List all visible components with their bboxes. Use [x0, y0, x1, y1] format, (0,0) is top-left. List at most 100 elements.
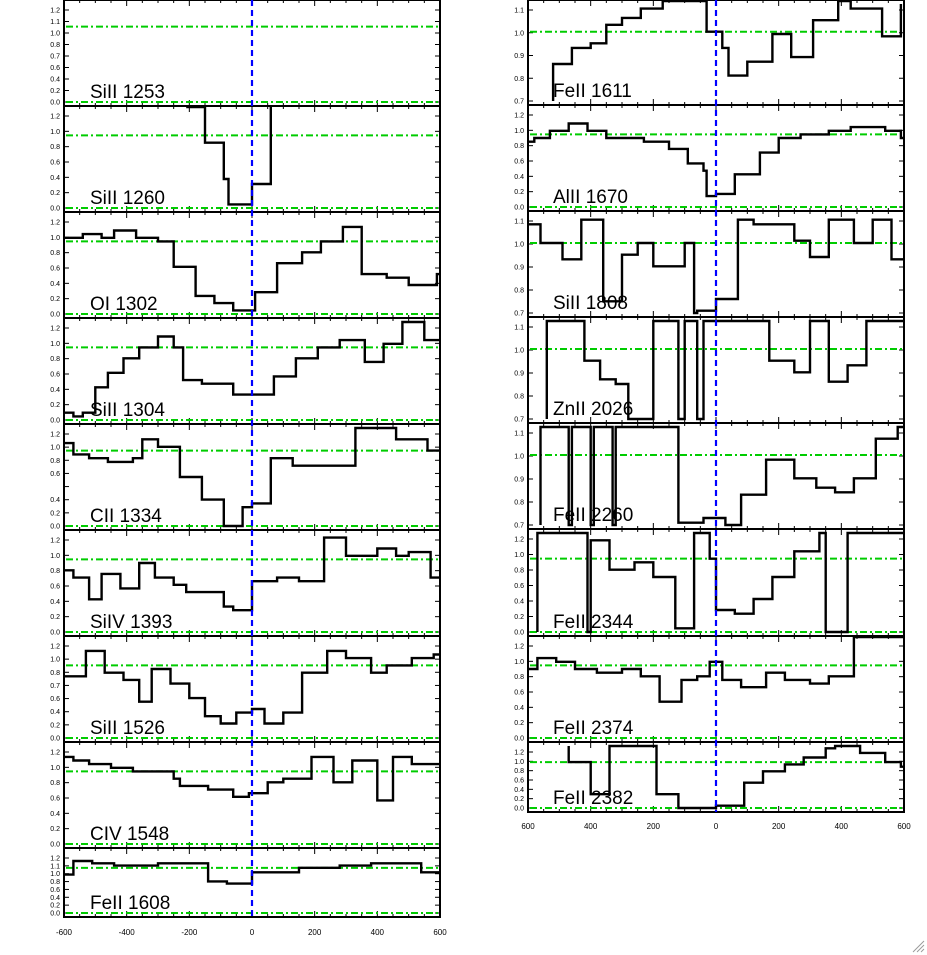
y-tick-label: 0.4 — [514, 787, 524, 794]
x-tick-label: 200 — [647, 822, 661, 831]
y-tick-label: 0.0 — [50, 418, 60, 425]
panel-label: SiII 1304 — [90, 400, 165, 421]
y-tick-label: 1.0 — [514, 552, 524, 559]
x-tick-label: 200 — [772, 822, 786, 831]
y-tick-label: 0.4 — [50, 709, 60, 716]
y-tick-label: 0.2 — [50, 903, 60, 910]
y-tick-label: 0.8 — [514, 568, 524, 575]
y-tick-label: 0.8 — [514, 394, 524, 401]
y-tick-label: 0.8 — [514, 674, 524, 681]
flux-series — [65, 755, 439, 802]
flux-series — [65, 320, 439, 418]
y-tick-label: 1.2 — [50, 856, 60, 863]
panel-label: SiII 1526 — [90, 718, 165, 739]
panel-label: ZnII 2026 — [553, 399, 633, 420]
y-tick-label: 1.0 — [50, 341, 60, 348]
y-tick-label: 0.8 — [514, 76, 524, 83]
y-tick-label: 1.1 — [50, 19, 60, 26]
y-tick-label: 0.8 — [514, 143, 524, 150]
y-tick-label: 0.6 — [514, 583, 524, 590]
y-tick-label: 0.6 — [50, 584, 60, 591]
y-tick-label: 0.7 — [514, 417, 524, 424]
flux-series — [65, 225, 439, 312]
y-tick-label: 0.6 — [50, 887, 60, 894]
y-tick-label: 0.2 — [514, 189, 524, 196]
y-tick-label: 1.2 — [50, 220, 60, 227]
flux-series — [186, 105, 272, 206]
y-tick-label: 0.6 — [514, 159, 524, 166]
y-tick-label: 0.0 — [50, 911, 60, 918]
y-tick-label: 1.2 — [514, 113, 524, 120]
y-tick-label: 1.1 — [50, 863, 60, 870]
y-tick-label: 0.0 — [50, 312, 60, 319]
y-tick-label: 0.4 — [50, 599, 60, 606]
y-tick-label: 0.0 — [50, 842, 60, 849]
panel-label: SiII 1260 — [90, 188, 165, 209]
y-tick-label: 1.2 — [50, 432, 60, 439]
y-tick-label: 0.8 — [514, 288, 524, 295]
flux-series — [529, 218, 903, 315]
x-tick-label: 400 — [371, 928, 385, 937]
x-tick-label: 0 — [714, 822, 719, 831]
x-tick-label: 600 — [897, 822, 911, 831]
y-tick-label: 1.2 — [514, 644, 524, 651]
x-tick-label: 600 — [521, 822, 535, 831]
y-tick-label: 1.0 — [514, 128, 524, 135]
y-tick-label: 1.0 — [50, 445, 60, 452]
y-tick-label: 0.0 — [514, 806, 524, 813]
y-tick-label: 0.7 — [514, 99, 524, 106]
panel-label: FeII 1611 — [553, 81, 632, 102]
flux-series — [529, 635, 903, 703]
y-tick-label: 1.0 — [50, 129, 60, 136]
y-tick-label: 1.2 — [50, 538, 60, 545]
y-tick-label: 0.6 — [50, 796, 60, 803]
y-tick-label: 0.4 — [514, 174, 524, 181]
y-tick-label: 1.2 — [514, 750, 524, 757]
y-tick-label: 0.0 — [50, 206, 60, 213]
y-tick-label: 0.4 — [50, 497, 60, 504]
y-tick-label: 0.2 — [50, 510, 60, 517]
y-tick-label: 1.2 — [50, 644, 60, 651]
x-tick-label: 400 — [584, 822, 598, 831]
y-tick-label: 1.0 — [50, 765, 60, 772]
panel-label: OI 1302 — [90, 294, 158, 315]
y-tick-label: 0.2 — [50, 190, 60, 197]
flux-series — [65, 649, 439, 725]
y-tick-label: 0.7 — [514, 311, 524, 318]
y-tick-label: 0.6 — [50, 160, 60, 167]
y-tick-label: 1.0 — [514, 759, 524, 766]
y-tick-label: 0.9 — [514, 265, 524, 272]
y-tick-label: 1.2 — [50, 750, 60, 757]
y-tick-label: 0.2 — [50, 722, 60, 729]
y-tick-label: 0.9 — [514, 53, 524, 60]
panel-label: SiII 1808 — [553, 293, 628, 314]
y-tick-label: 0.8 — [50, 144, 60, 151]
y-tick-label: 0.4 — [50, 387, 60, 394]
panel-label: SiIV 1393 — [90, 612, 172, 633]
y-tick-label: 0.2 — [50, 614, 60, 621]
y-tick-label: 0.8 — [50, 879, 60, 886]
y-tick-label: 0.8 — [50, 458, 60, 465]
x-tick-label: -400 — [119, 928, 136, 937]
y-tick-label: 0.2 — [50, 88, 60, 95]
y-tick-label: 0.2 — [514, 614, 524, 621]
y-tick-label: 0.9 — [514, 477, 524, 484]
x-tick-label: 200 — [308, 928, 322, 937]
y-tick-label: 0.0 — [514, 736, 524, 743]
y-tick-label: 0.0 — [50, 524, 60, 531]
panel-label: FeII 2374 — [553, 718, 634, 739]
flux-series — [529, 122, 903, 198]
y-tick-label: 0.6 — [50, 266, 60, 273]
y-tick-label: 1.0 — [514, 30, 524, 37]
y-tick-label: 1.1 — [514, 8, 524, 15]
x-tick-label: 400 — [835, 822, 849, 831]
resize-grip-icon[interactable] — [911, 939, 925, 953]
y-tick-label: 1.0 — [514, 242, 524, 249]
y-tick-label: 0.0 — [50, 100, 60, 107]
y-tick-label: 0.4 — [50, 77, 60, 84]
y-tick-label: 1.0 — [50, 235, 60, 242]
y-tick-label: 0.6 — [50, 372, 60, 379]
y-tick-label: 1.0 — [514, 454, 524, 461]
flux-series — [545, 319, 903, 421]
